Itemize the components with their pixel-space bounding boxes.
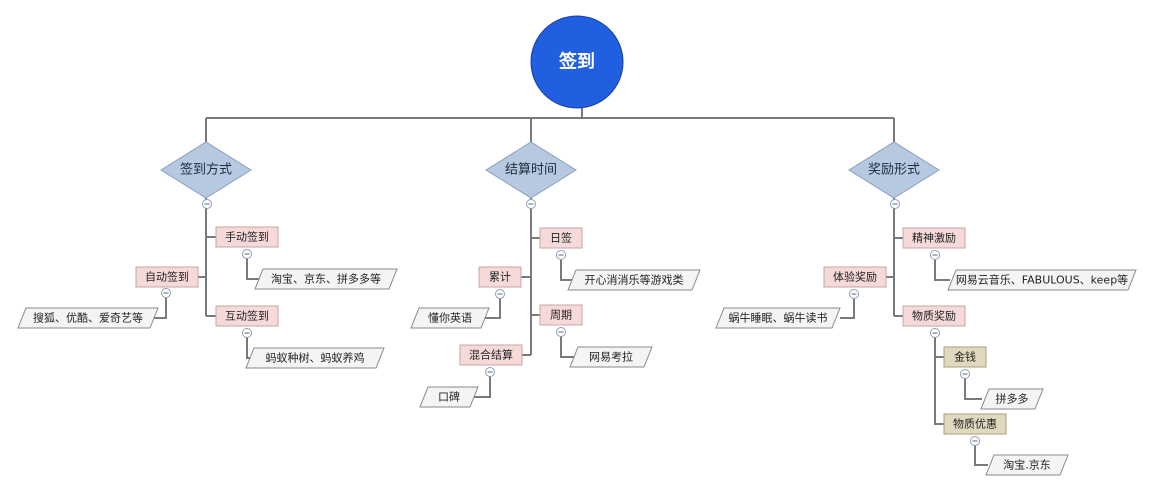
branch-diamond-node[interactable] [485,141,577,199]
leaf-node-label: 网易云音乐、FABULOUS、keep等 [956,273,1128,287]
topic-node-label: 体验奖励 [833,270,877,284]
topic-node-label: 自动签到 [145,270,189,284]
topic-node[interactable] [539,227,583,249]
connector-lines [150,101,988,466]
topic-node-label: 互动签到 [225,309,269,323]
subtopic-node-label: 物质优惠 [953,417,997,431]
branch-diamond-label: 签到方式 [180,162,232,178]
branch-diamond-label: 奖励形式 [868,163,920,178]
topic-node-label: 日签 [550,231,572,245]
topic-node-label: 周期 [550,309,572,322]
connector-line [484,294,501,319]
topic-node[interactable] [902,305,966,327]
leaf-node-label: 淘宝、京东、拼多多等 [271,272,381,286]
root-node[interactable] [530,15,624,109]
topic-node-label: 手动签到 [225,230,269,244]
leaf-node[interactable] [245,347,385,369]
leaf-node[interactable] [17,307,159,329]
branch-diamond-node[interactable] [160,141,252,199]
connector-line [934,255,950,281]
topic-node-label: 物质奖励 [912,309,956,323]
connector-line [246,254,262,280]
connector-line [474,372,491,398]
connector-line [560,255,576,281]
topic-node-label: 累计 [489,271,511,284]
topic-node[interactable] [459,344,523,366]
leaf-node-label: 口碑 [438,391,460,404]
leaf-node-label: 蜗牛睡眠、蜗牛读书 [729,311,828,325]
root-node-label: 签到 [558,51,595,73]
leaf-node[interactable] [254,268,398,290]
leaf-node[interactable] [419,386,479,408]
leaf-node-label: 拼多多 [996,392,1029,406]
topic-node[interactable] [823,266,887,288]
connector-line [964,374,982,400]
leaf-node[interactable] [567,269,701,291]
subtopic-node-label: 金钱 [954,350,976,364]
subtopic-node[interactable] [943,346,987,368]
leaf-node[interactable] [947,269,1137,291]
topic-node[interactable] [215,305,279,327]
topic-node[interactable] [539,304,583,326]
leaf-node[interactable] [980,388,1044,410]
branch-diamond-label: 结算时间 [505,163,557,178]
leaf-node-label: 搜狐、优酷、爱奇艺等 [33,311,143,325]
leaf-node-label: 开心消消乐等游戏类 [585,273,684,287]
leaf-node-label: 蚂蚁种树、蚂蚁养鸡 [266,351,365,365]
leaf-node[interactable] [715,307,841,329]
branch-diamond-node[interactable] [848,141,940,199]
topic-node[interactable] [135,266,199,288]
connector-line [934,333,944,425]
topic-node-label: 精神激励 [912,231,956,245]
topic-node[interactable] [902,227,966,249]
leaf-node-label: 淘宝.京东 [1003,458,1051,472]
connector-line [150,293,167,319]
connector-line [840,294,855,319]
leaf-node[interactable] [410,307,490,329]
connector-line [560,332,576,358]
leaf-node[interactable] [569,346,653,368]
connector-line [974,441,988,466]
subtopic-node[interactable] [943,413,1007,435]
topic-node[interactable] [215,226,279,248]
leaf-node[interactable] [985,454,1069,476]
topic-node[interactable] [478,266,522,288]
leaf-node-label: 网易考拉 [589,350,633,364]
leaf-node-label: 懂你英语 [428,311,472,325]
topic-node-label: 混合结算 [469,348,513,362]
